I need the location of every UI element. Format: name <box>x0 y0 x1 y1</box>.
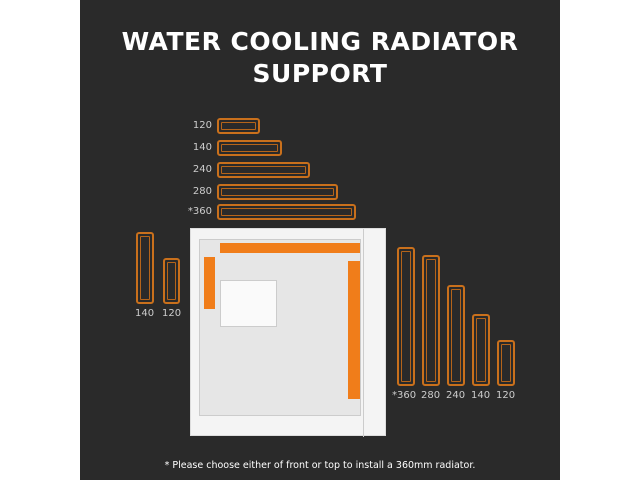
motherboard-area <box>220 280 277 327</box>
side-panel <box>199 239 361 416</box>
right-size-label: 240 <box>446 390 466 401</box>
right-radiator-240 <box>447 285 465 386</box>
top-radiator-140 <box>217 140 282 156</box>
front-radiator-mount <box>348 261 360 399</box>
top-radiator-240 <box>217 162 310 178</box>
right-size-label: 120 <box>496 390 516 401</box>
right-size-label: *360 <box>392 390 417 401</box>
left-size-label: 120 <box>162 308 182 319</box>
page-title: WATER COOLING RADIATOR SUPPORT <box>80 26 560 90</box>
left-radiator-140 <box>136 232 154 304</box>
right-size-label: 140 <box>471 390 491 401</box>
top-radiator-360 <box>217 204 356 220</box>
pc-case-image <box>190 228 386 437</box>
top-size-label: 280 <box>192 186 212 197</box>
top-radiator-280 <box>217 184 338 200</box>
left-radiator-120 <box>163 258 180 304</box>
right-radiator-120 <box>497 340 515 386</box>
front-panel-edge <box>363 229 364 437</box>
top-size-label: 140 <box>192 142 212 153</box>
right-size-label: 280 <box>421 390 441 401</box>
top-size-label: 120 <box>192 120 212 131</box>
title-line-1: WATER COOLING RADIATOR <box>121 27 519 56</box>
top-size-label: *360 <box>187 206 212 217</box>
top-radiator-120 <box>217 118 260 134</box>
rear-radiator-mount <box>204 257 215 309</box>
top-size-label: 240 <box>192 164 212 175</box>
right-radiator-280 <box>422 255 440 386</box>
right-radiator-140 <box>472 314 490 386</box>
title-line-2: SUPPORT <box>252 59 388 88</box>
right-radiator-360 <box>397 247 415 386</box>
footnote: * Please choose either of front or top t… <box>164 460 476 471</box>
left-size-label: 140 <box>135 308 155 319</box>
top-radiator-mount <box>220 243 360 253</box>
